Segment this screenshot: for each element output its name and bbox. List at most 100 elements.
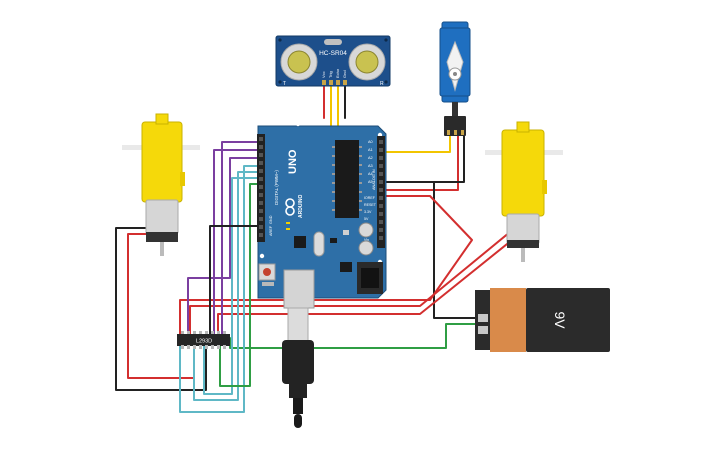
sensor-mark-right: R xyxy=(380,81,384,87)
wire-purple-2 xyxy=(213,149,263,337)
analog-pin-labels: A0 A1 A2 A3 A4 A5 xyxy=(368,140,373,184)
motor-left-can xyxy=(145,199,179,235)
sensor-pin-label: Gnd xyxy=(342,70,347,78)
gear-motor-right[interactable] xyxy=(485,121,563,262)
chip-legs-left xyxy=(332,146,335,211)
usb-plug-metal xyxy=(287,307,309,343)
sensor-pin xyxy=(343,80,347,85)
motor-left-body xyxy=(141,121,183,203)
capacitor xyxy=(358,240,374,256)
smd-chip xyxy=(294,236,306,248)
analog-label: ANALOG IN xyxy=(372,169,376,190)
sensor-transducer-left-inner xyxy=(287,50,311,74)
wire-battery-negative xyxy=(383,181,478,319)
reset-button-cap xyxy=(263,268,271,276)
wire-teal-2 xyxy=(193,171,263,401)
analog-pin-label: A5 xyxy=(368,180,373,184)
battery-9v[interactable]: 9V xyxy=(475,288,610,352)
usb-cable-end xyxy=(294,414,302,428)
reset-pads xyxy=(262,282,274,286)
sensor-hole xyxy=(278,38,282,42)
sensor-hole xyxy=(384,38,388,42)
motor-right-side-tab xyxy=(542,180,547,194)
wire-servo-gnd xyxy=(383,135,465,183)
capacitor xyxy=(358,222,374,238)
servo-motor[interactable] xyxy=(439,21,471,136)
sensor-pin-label: Trig xyxy=(328,71,333,78)
battery-orange-band xyxy=(490,288,526,352)
sensor-pin-label: Vcc xyxy=(321,71,326,78)
wire-motor-left-black xyxy=(115,227,207,391)
sensor-pin-labels: Vcc Trig Echo Gnd xyxy=(321,68,347,78)
main-chip xyxy=(335,140,359,218)
analog-header-pins xyxy=(379,140,383,240)
usb-cable-strain xyxy=(293,398,303,414)
driver-pins-top xyxy=(181,331,226,335)
usb-plug-neck xyxy=(289,384,307,398)
arduino-uno[interactable]: DIGITAL (PWM~) AREF GND UNO ARDUINO xyxy=(257,121,387,309)
sensor-mark-left: T xyxy=(283,81,286,87)
usb-plug-body xyxy=(282,340,314,384)
analog-pin-label: A3 xyxy=(368,164,373,168)
wire-battery-positive xyxy=(229,323,478,349)
wire-purple-1 xyxy=(221,141,263,337)
usb-cable xyxy=(282,307,314,428)
motor-right-body xyxy=(501,129,545,217)
servo-pin xyxy=(447,130,450,135)
digital-header-pins xyxy=(259,137,263,237)
board-name: UNO xyxy=(287,149,299,174)
analog-pin-label: A2 xyxy=(368,156,373,160)
gear-motor-left[interactable] xyxy=(122,113,200,256)
sensor-pins xyxy=(322,80,347,85)
driver-chip xyxy=(177,334,230,346)
battery-body xyxy=(526,288,610,352)
battery-terminal-negative xyxy=(478,314,488,322)
wire-teal-1 xyxy=(179,165,263,413)
battery-label: 9V xyxy=(552,311,568,329)
gnd-label: GND xyxy=(269,215,273,224)
servo-hub-center xyxy=(453,72,457,76)
usb-port[interactable] xyxy=(283,269,315,309)
servo-pin xyxy=(461,130,464,135)
power-pin-label: RESET xyxy=(364,203,377,207)
sensor-model-label: HC-SR04 xyxy=(319,50,347,57)
power-pin-label: Vin xyxy=(364,238,369,242)
arduino-logo-icon xyxy=(285,198,295,216)
led xyxy=(286,228,290,230)
wire-servo-vcc xyxy=(383,135,459,191)
motor-left-shaft xyxy=(160,242,164,256)
aref-label: AREF xyxy=(269,225,273,236)
brand-label: ARDUINO xyxy=(298,195,304,218)
power-pin-label: IOREF xyxy=(364,196,376,200)
sensor-hole xyxy=(278,80,282,84)
wire-motor-right-red-3 xyxy=(217,239,513,337)
motor-left-side-tab xyxy=(180,172,185,186)
regulator xyxy=(340,262,352,272)
dc-jack-front xyxy=(361,268,379,288)
power-pin-label: 5V xyxy=(364,217,369,221)
crystal xyxy=(313,231,325,257)
analog-pin-label: A0 xyxy=(368,140,373,144)
smd-part xyxy=(343,230,349,235)
motor-right-top xyxy=(516,121,530,133)
wires xyxy=(115,81,513,413)
analog-pin-label: A4 xyxy=(368,172,373,176)
digital-label: DIGITAL (PWM~) xyxy=(274,170,279,205)
sensor-pin xyxy=(336,80,340,85)
wire-teal-3 xyxy=(203,177,263,395)
battery-terminal-positive xyxy=(478,326,488,334)
sensor-pin xyxy=(322,80,326,85)
ultrasonic-sensor[interactable]: HC-SR04 T R Vcc Trig Echo Gnd xyxy=(275,35,391,87)
wire-green-ground xyxy=(219,183,263,387)
sensor-pin xyxy=(329,80,333,85)
motor-left-top xyxy=(155,113,169,125)
sensor-crystal xyxy=(324,39,342,45)
servo-pin xyxy=(454,130,457,135)
chip-legs-right xyxy=(359,146,362,211)
servo-horn xyxy=(446,40,464,92)
motor-right-can xyxy=(506,213,540,245)
sensor-hole xyxy=(384,80,388,84)
l293d-driver[interactable]: L293D xyxy=(177,331,230,349)
arduino-mount-hole xyxy=(295,121,301,127)
